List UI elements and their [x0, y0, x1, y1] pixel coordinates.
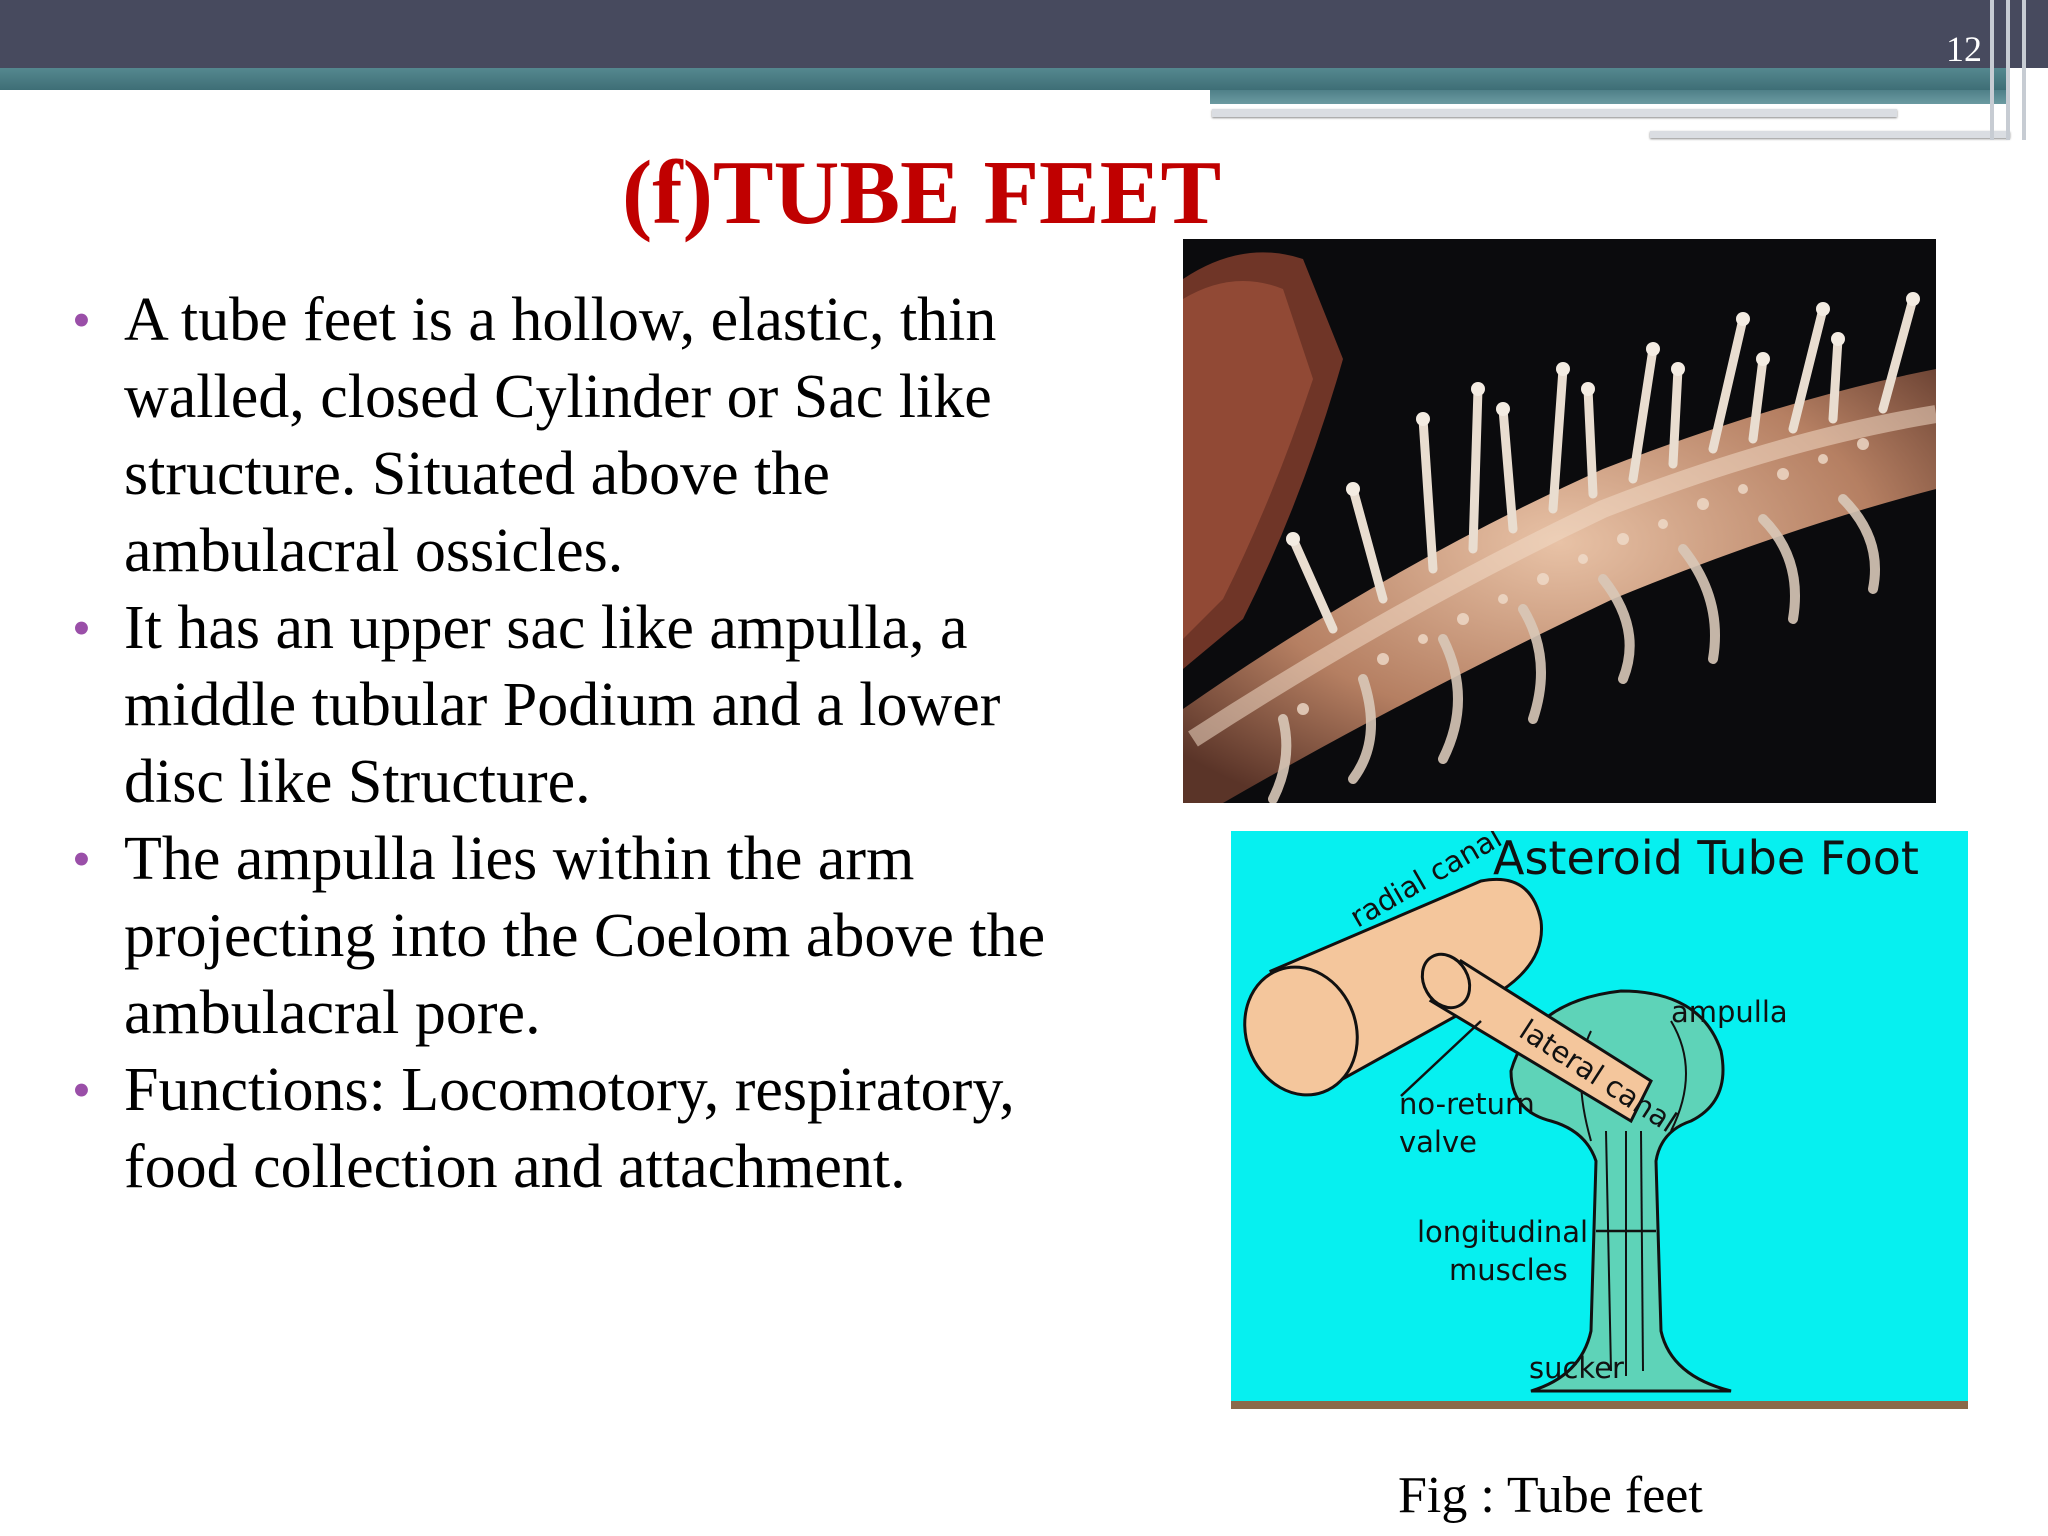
bullet-icon: • [72, 829, 91, 889]
bullet-text: The ampulla lies within the arm projecti… [124, 825, 1046, 1047]
label-ampulla: ampulla [1671, 995, 1788, 1029]
label-muscles-line1: longitudinal [1417, 1215, 1589, 1249]
bullet-text: It has an upper sac like ampulla, a midd… [124, 594, 1001, 816]
header-vertical-rule [2006, 0, 2010, 140]
bullet-text: Functions: Locomotory, respiratory, food… [124, 1056, 1015, 1201]
bullet-icon: • [72, 290, 91, 350]
tube-foot-drawing [1231, 877, 1968, 1409]
bullet-item: • It has an upper sac like ampulla, a mid… [70, 590, 1070, 821]
slide-title: (f)TUBE FEET [622, 142, 1222, 243]
tube-feet-photo [1183, 239, 1936, 803]
label-muscles-line2: muscles [1449, 1253, 1568, 1287]
bullet-item: • A tube feet is a hollow, elastic, thin … [70, 282, 1070, 590]
bullet-item: • Functions: Locomotory, respiratory, foo… [70, 1052, 1070, 1206]
bullet-text: A tube feet is a hollow, elastic, thin w… [124, 286, 997, 585]
bullet-list: • A tube feet is a hollow, elastic, thin … [70, 282, 1070, 1206]
header-vertical-rule [2022, 0, 2026, 140]
diagram-title: Asteroid Tube Foot [1493, 831, 1919, 885]
label-valve-line1: no-return [1399, 1087, 1535, 1121]
header-rule-short [1650, 131, 2010, 138]
starfish-arm-illustration [1183, 239, 1936, 803]
header-rule-long [1212, 109, 1897, 117]
header-vertical-rule [1990, 0, 1994, 140]
label-sucker: sucker [1529, 1351, 1624, 1385]
figure-caption: Fig : Tube feet [1398, 1467, 1703, 1524]
bullet-icon: • [72, 598, 91, 658]
asteroid-tube-foot-diagram: Asteroid Tube Foot radial canal lateral … [1231, 831, 1968, 1409]
header-accent-step [1210, 90, 2010, 104]
bullet-item: • The ampulla lies within the arm project… [70, 821, 1070, 1052]
label-valve-line2: valve [1399, 1125, 1477, 1159]
slide-number: 12 [1946, 29, 1982, 69]
header-bar [0, 0, 2048, 68]
bullet-icon: • [72, 1060, 91, 1120]
header-accent-bar [0, 68, 2010, 90]
